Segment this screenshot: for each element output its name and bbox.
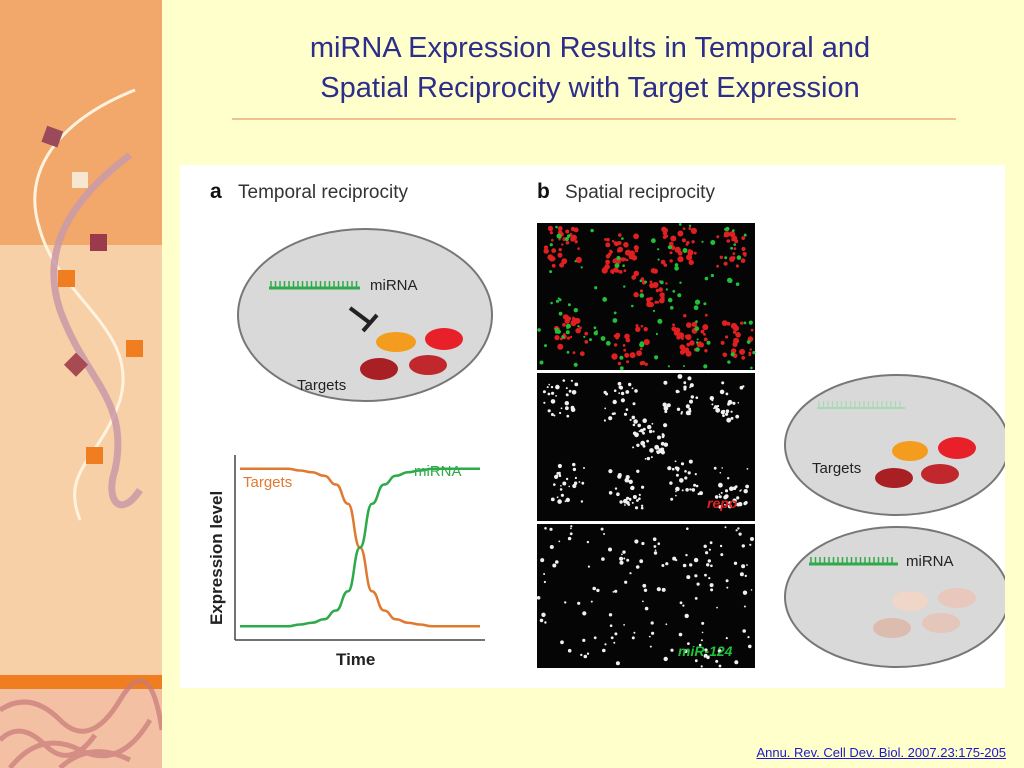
target-blob: [875, 468, 913, 488]
cell-b-mirna-label: miRNA: [906, 553, 954, 570]
figure-panel: a Temporal reciprocity miRNA Targets Tar…: [180, 165, 1005, 688]
target-blob: [425, 328, 463, 350]
faded-target-blob: [922, 613, 960, 633]
cell-a-targets-label: Targets: [297, 377, 346, 394]
expression-chart: Targets miRNA Expression level Time: [207, 455, 485, 669]
slide-title: miRNA Expression Results in Temporal and…: [200, 28, 980, 108]
cell-b-targets-label: Targets: [812, 460, 861, 477]
decorative-sidebar: [0, 0, 162, 768]
chart-y-label: Expression level: [207, 491, 226, 625]
inhibition-icon: [348, 306, 379, 333]
cell-a-mirna-label: miRNA: [370, 277, 418, 294]
series-label-targets: Targets: [243, 474, 292, 491]
slide-title-line-2: Spatial Reciprocity with Target Expressi…: [320, 72, 860, 104]
target-blob: [921, 464, 959, 484]
target-blob: [409, 355, 447, 375]
mirna-strand-icon: [809, 557, 898, 566]
mirna-strand-icon: [269, 281, 360, 290]
micrograph-mir124: miR-124: [536, 524, 755, 668]
micrograph-repo: repo: [537, 373, 755, 521]
micrograph-label-repo: repo: [707, 495, 738, 511]
helix-decoration: [33, 88, 143, 521]
micrograph-merged: [537, 223, 756, 371]
target-blob: [892, 441, 928, 461]
figure-svg: a Temporal reciprocity miRNA Targets Tar…: [207, 180, 1005, 669]
faded-target-blob: [938, 588, 976, 608]
swirl-pattern: [0, 678, 162, 768]
target-blob: [376, 332, 416, 352]
title-divider: [232, 118, 956, 120]
panel-b-heading: Spatial reciprocity: [565, 182, 715, 203]
panel-b-letter: b: [537, 180, 550, 203]
faded-target-blob: [892, 591, 928, 611]
series-line-mirna: [239, 467, 480, 628]
micrograph-label-mir124: miR-124: [678, 643, 733, 659]
slide-title-line-1: miRNA Expression Results in Temporal and: [309, 32, 871, 64]
chart-x-label: Time: [336, 650, 375, 669]
panel-a-letter: a: [210, 180, 222, 203]
target-blob: [360, 358, 398, 380]
panel-a-heading: Temporal reciprocity: [238, 182, 408, 203]
faded-target-blob: [873, 618, 911, 638]
target-blob: [938, 437, 976, 459]
faded-mirna-strand-icon: [817, 401, 905, 409]
citation-link[interactable]: Annu. Rev. Cell Dev. Biol. 2007.23:175-2…: [756, 745, 1006, 760]
series-label-mirna: miRNA: [414, 463, 462, 480]
